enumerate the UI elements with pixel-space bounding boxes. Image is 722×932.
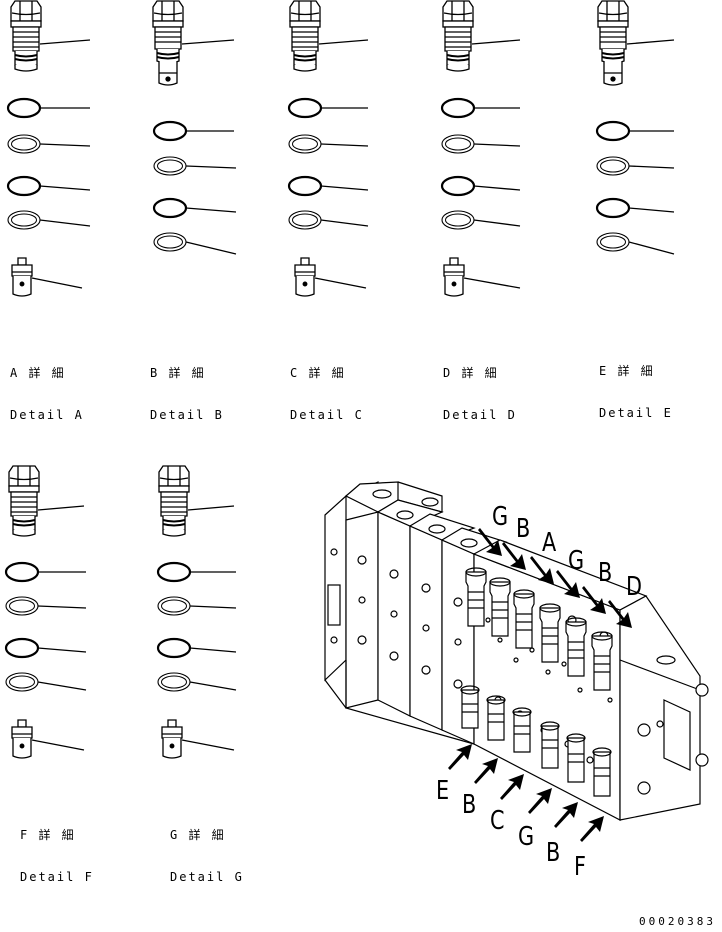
arrow-icon [579,815,605,843]
callout-top-2: B [516,514,531,544]
o-ring-icon [440,97,476,119]
callout-top-1: G [492,502,509,532]
relief-valve-icon [152,0,184,86]
document-number: 00020383 [639,915,716,928]
backup-ring-icon [157,672,191,692]
backup-ring-icon [5,596,39,616]
detail-f-en-label: Detail F [20,870,94,884]
detail-g-group [156,465,237,759]
backup-ring-icon [596,156,630,176]
callout-top-4: G [568,546,585,576]
poppet-icon [161,719,183,759]
arrow-icon [447,743,473,771]
o-ring-icon [287,175,323,197]
poppet-icon [11,257,33,297]
detail-f-caption: F 詳 細 Detail F [20,800,94,898]
detail-b-jp-label: B 詳 細 [150,366,206,380]
backup-ring-icon [441,134,475,154]
o-ring-icon [6,97,42,119]
detail-b-en-label: Detail B [150,408,224,422]
detail-d-jp-label: D 詳 細 [443,366,499,380]
arrow-icon [527,787,553,815]
detail-c-en-label: Detail C [290,408,364,422]
o-ring-icon [152,197,188,219]
o-ring-icon [156,637,192,659]
callout-bottom-5: B [546,838,561,868]
backup-ring-icon [7,210,41,230]
backup-ring-icon [157,596,191,616]
poppet-icon [443,257,465,297]
relief-valve-icon [10,0,42,72]
backup-ring-icon [5,672,39,692]
detail-e-caption: E 詳 細 Detail E [599,336,673,434]
detail-e-jp-label: E 詳 細 [599,364,655,378]
detail-a-jp-label: A 詳 細 [10,366,66,380]
detail-d-group [440,0,521,297]
detail-d-en-label: Detail D [443,408,517,422]
detail-b-caption: B 詳 細 Detail B [150,338,224,436]
detail-b-group [152,0,237,255]
backup-ring-icon [288,134,322,154]
detail-f-group [4,465,87,759]
poppet-icon [11,719,33,759]
callout-bottom-3: C [490,806,505,836]
callout-top-5: B [598,558,613,588]
arrow-icon [499,773,525,801]
detail-c-jp-label: C 詳 細 [290,366,346,380]
o-ring-icon [4,561,40,583]
detail-d-caption: D 詳 細 Detail D [443,338,517,436]
o-ring-icon [156,561,192,583]
detail-a-en-label: Detail A [10,408,84,422]
o-ring-icon [152,120,188,142]
detail-a-group [6,0,91,297]
o-ring-icon [440,175,476,197]
backup-ring-icon [7,134,41,154]
detail-e-group [595,0,675,255]
relief-valve-icon [289,0,321,72]
relief-valve-icon [8,465,40,537]
detail-a-caption: A 詳 細 Detail A [10,338,84,436]
callout-top-3: A [542,528,557,558]
poppet-icon [294,257,316,297]
detail-e-en-label: Detail E [599,406,673,420]
control-valve-block-icon [324,481,709,821]
detail-c-group [287,0,369,297]
detail-f-jp-label: F 詳 細 [20,828,76,842]
backup-ring-icon [596,232,630,252]
o-ring-icon [6,175,42,197]
callout-bottom-6: F [574,852,586,882]
detail-c-caption: C 詳 細 Detail C [290,338,364,436]
callout-bottom-4: G [518,822,535,852]
backup-ring-icon [288,210,322,230]
relief-valve-icon [597,0,629,86]
o-ring-icon [595,120,631,142]
o-ring-icon [287,97,323,119]
backup-ring-icon [153,156,187,176]
arrow-icon [553,801,579,829]
callout-top-6: D [626,572,643,602]
detail-g-caption: G 詳 細 Detail G [170,800,244,898]
callout-bottom-1: E [436,776,450,806]
callout-bottom-2: B [462,790,477,820]
backup-ring-icon [153,232,187,252]
o-ring-icon [4,637,40,659]
relief-valve-icon [442,0,474,72]
detail-g-jp-label: G 詳 細 [170,828,226,842]
detail-g-en-label: Detail G [170,870,244,884]
backup-ring-icon [441,210,475,230]
relief-valve-icon [158,465,190,537]
o-ring-icon [595,197,631,219]
arrow-icon [473,757,499,785]
